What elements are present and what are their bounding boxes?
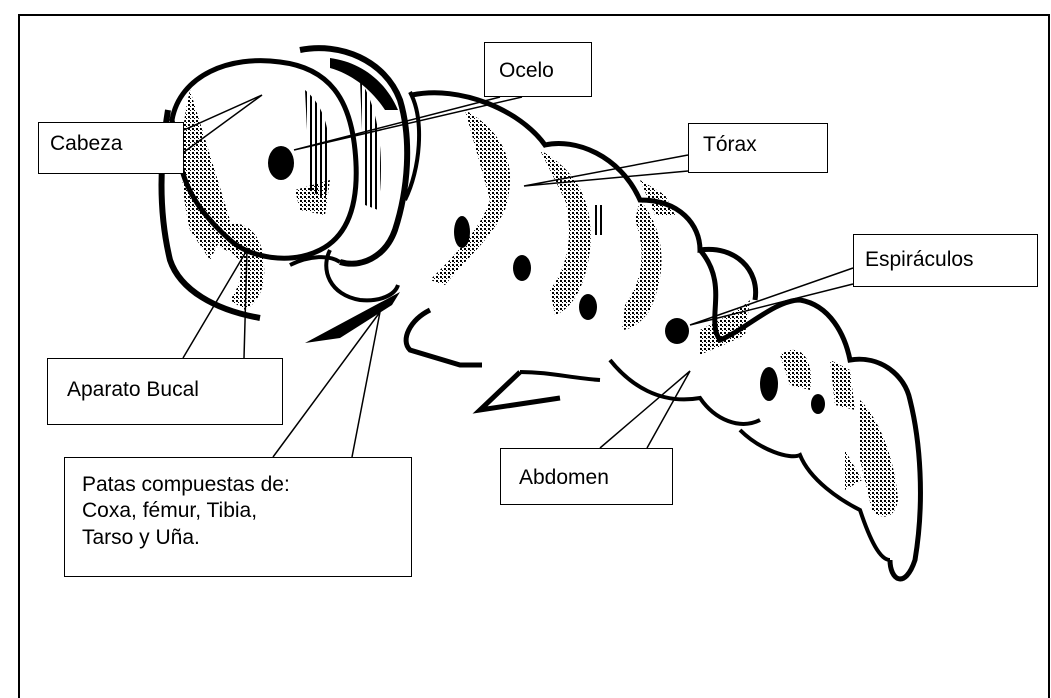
label-patas: Patas compuestas de: Coxa, fémur, Tibia,… (64, 457, 412, 577)
label-patas-line-1: Patas compuestas de: (82, 472, 401, 498)
label-ocelo-text: Ocelo (499, 59, 554, 82)
label-abdomen-text: Abdomen (519, 466, 609, 489)
label-abdomen: Abdomen (500, 448, 673, 505)
label-espiraculos: Espiráculos (853, 234, 1038, 287)
label-torax: Tórax (688, 123, 828, 173)
label-ocelo: Ocelo (484, 42, 592, 97)
label-cabeza: Cabeza (38, 122, 184, 174)
head-segment (162, 48, 408, 318)
label-aparato-bucal-text: Aparato Bucal (67, 378, 199, 401)
thorax-segments (290, 92, 756, 330)
label-patas-line-2: Coxa, fémur, Tibia, (82, 498, 401, 524)
label-aparato-bucal: Aparato Bucal (47, 358, 283, 425)
label-patas-line-3: Tarso y Uña. (82, 525, 401, 551)
label-cabeza-text: Cabeza (50, 132, 122, 155)
label-torax-text: Tórax (703, 133, 757, 156)
label-espiraculos-text: Espiráculos (865, 248, 974, 271)
